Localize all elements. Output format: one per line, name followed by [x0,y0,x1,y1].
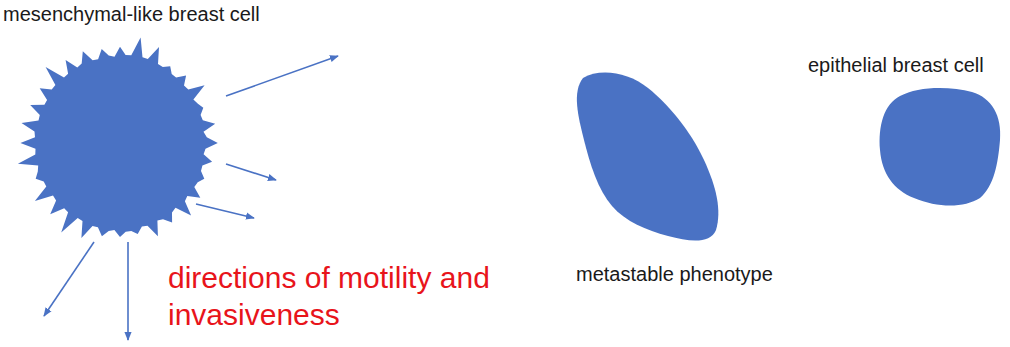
motility-arrows [44,56,338,340]
motility-arrow [226,164,276,180]
label-slot: directions of motility and invasiveness [168,259,498,333]
motility-arrow [44,242,94,316]
motility-arrow [196,204,254,218]
label-slot: mesenchymal-like breast cell [3,2,260,26]
metastable-cell-shape [577,73,718,241]
epithelial-cell-shape [880,88,1001,206]
mesenchymal-cell-shape [18,38,218,238]
motility-arrow [226,56,338,96]
motility-caption: directions of motility and invasiveness [168,259,498,333]
label-slot: epithelial breast cell [808,53,984,77]
cell-label: epithelial breast cell [808,53,984,77]
label-slot: metastable phenotype [576,262,773,286]
cell-label: metastable phenotype [576,262,773,286]
motility-arrow [127,242,129,340]
cell-label: mesenchymal-like breast cell [3,2,260,26]
